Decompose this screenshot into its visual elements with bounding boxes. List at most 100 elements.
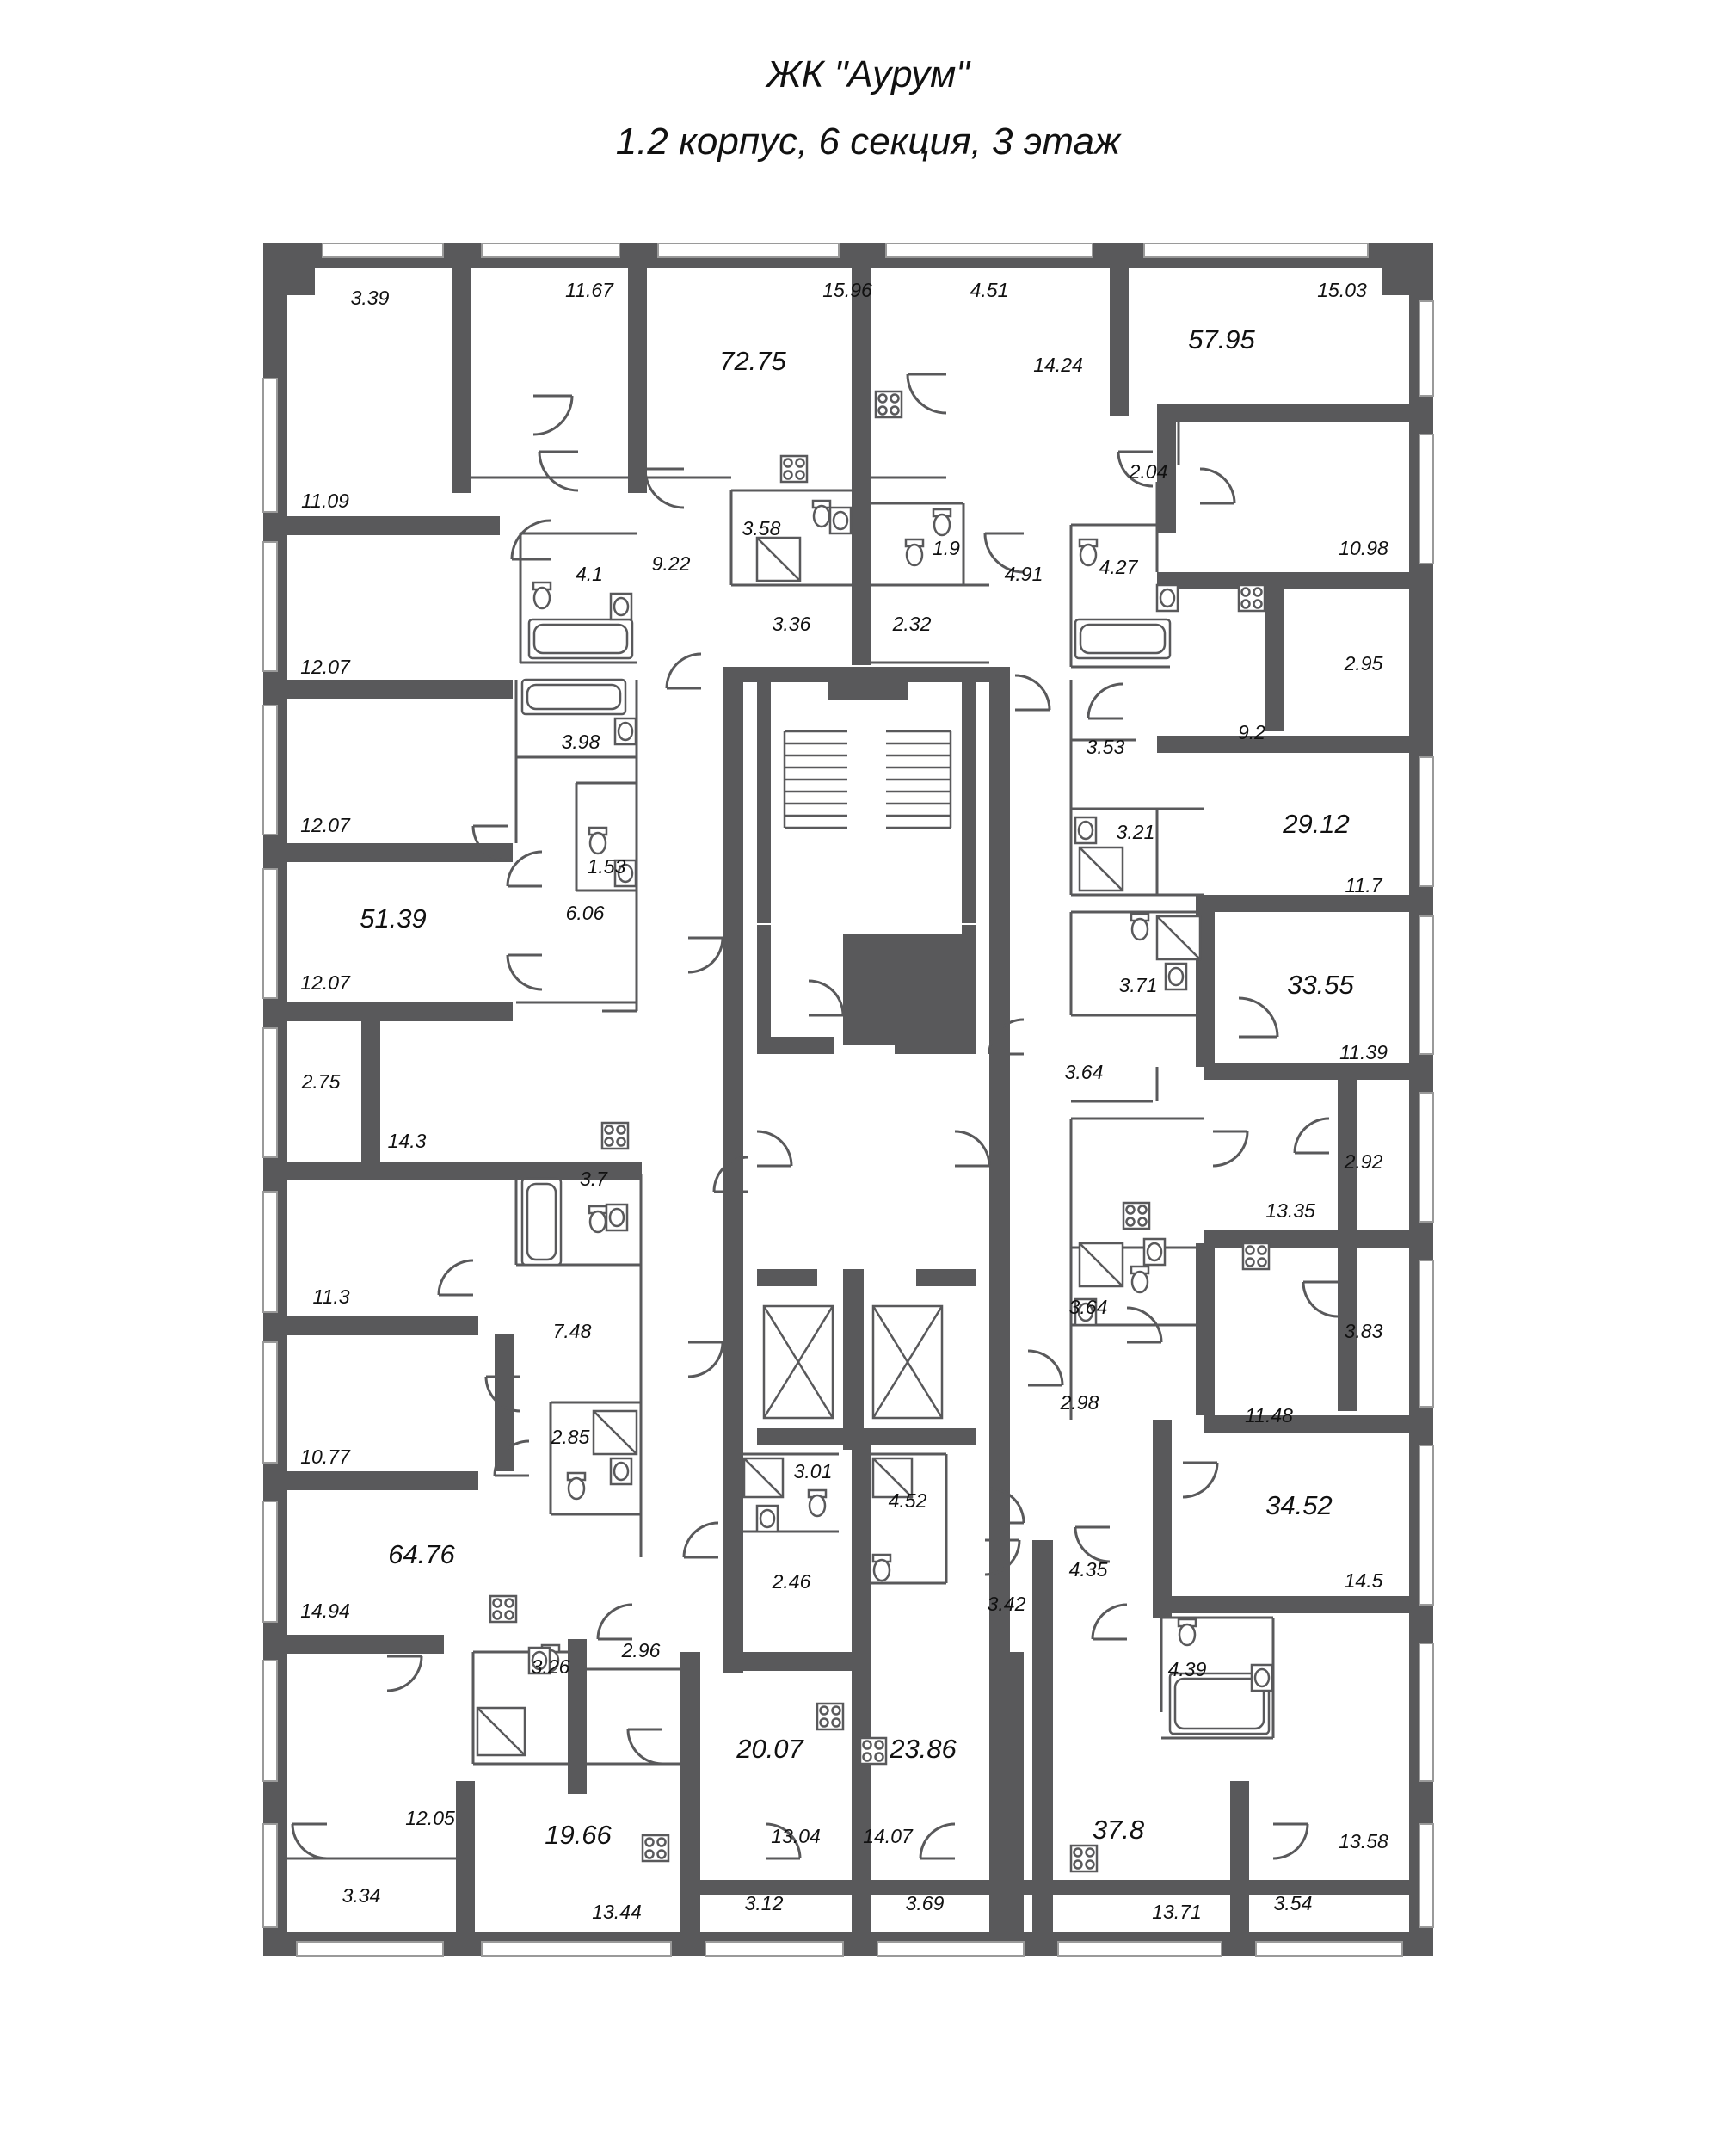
sink-icon bbox=[609, 1457, 633, 1486]
door-swing bbox=[506, 953, 543, 991]
wall-32 bbox=[962, 682, 976, 923]
wall-9 bbox=[1110, 243, 1129, 416]
wall-4 bbox=[263, 243, 315, 295]
wall-19 bbox=[263, 1785, 287, 1820]
room-area-label: 4.27 bbox=[1099, 556, 1139, 578]
wall-33 bbox=[828, 682, 908, 700]
stove-icon bbox=[600, 1121, 630, 1150]
room-area-label: 3.71 bbox=[1119, 974, 1158, 996]
window-4 bbox=[1143, 243, 1369, 258]
wall-59 bbox=[1204, 1230, 1432, 1248]
room-area-label: 3.42 bbox=[988, 1593, 1026, 1615]
window-10 bbox=[262, 1191, 278, 1313]
room-area-label: 3.34 bbox=[342, 1884, 381, 1907]
room-area-label: 10.77 bbox=[300, 1445, 351, 1468]
wall-57 bbox=[1204, 895, 1432, 912]
room-area-label: 14.3 bbox=[388, 1130, 427, 1152]
wall-41 bbox=[843, 1269, 864, 1450]
window-21 bbox=[1419, 1445, 1434, 1606]
door-swing bbox=[510, 519, 551, 561]
window-16 bbox=[1419, 434, 1434, 564]
wall-35 bbox=[962, 925, 976, 1045]
wall-31 bbox=[757, 682, 771, 923]
door-swing bbox=[1293, 1117, 1330, 1155]
room-area-label: 2.75 bbox=[301, 1070, 341, 1093]
room-area-label: 2.04 bbox=[1129, 460, 1168, 483]
bathtub-icon bbox=[520, 678, 627, 716]
room-area-label: 11.48 bbox=[1245, 1404, 1293, 1427]
door-swing bbox=[682, 1521, 719, 1559]
shower-icon bbox=[1155, 915, 1202, 961]
room-area-label: 14.94 bbox=[300, 1599, 350, 1622]
window-26 bbox=[705, 1941, 844, 1957]
door-swing bbox=[1117, 450, 1154, 488]
door-swing bbox=[1182, 1461, 1219, 1499]
toilet-icon bbox=[1177, 1618, 1197, 1647]
room-area-label: 3.54 bbox=[1274, 1892, 1313, 1914]
room-area-label: 12.07 bbox=[300, 656, 351, 678]
wall-51 bbox=[1032, 1880, 1411, 1895]
wall-52 bbox=[456, 1781, 475, 1953]
complex-name: ЖК "Аурум" bbox=[766, 53, 970, 96]
room-area-label: 3.12 bbox=[745, 1892, 784, 1914]
bathtub-icon bbox=[1074, 618, 1172, 660]
wall-70 bbox=[1157, 404, 1176, 533]
room-area-label: 1.9 bbox=[933, 537, 960, 559]
window-9 bbox=[262, 1027, 278, 1158]
toilet-icon bbox=[1078, 538, 1099, 567]
door-swing bbox=[1074, 1525, 1111, 1563]
room-area-label: 10.98 bbox=[1339, 537, 1388, 559]
room-area-label: 2.92 bbox=[1344, 1150, 1383, 1173]
sink-icon bbox=[609, 592, 633, 621]
wall-68 bbox=[263, 1471, 478, 1490]
room-area-label: 3.26 bbox=[532, 1655, 570, 1678]
wall-28 bbox=[723, 667, 743, 1579]
toilet-icon bbox=[871, 1553, 892, 1582]
room-area-label: 11.67 bbox=[565, 279, 614, 301]
door-swing bbox=[538, 450, 579, 492]
window-20 bbox=[1419, 1260, 1434, 1408]
wall-64 bbox=[263, 843, 513, 862]
bathtub-icon bbox=[520, 1177, 563, 1267]
toilet-icon bbox=[532, 581, 552, 610]
wall-8 bbox=[852, 243, 871, 665]
window-1 bbox=[481, 243, 620, 258]
room-area-label: 13.58 bbox=[1339, 1830, 1388, 1852]
sink-icon bbox=[828, 506, 853, 535]
elevator-icon bbox=[762, 1304, 834, 1420]
stove-icon bbox=[874, 390, 903, 419]
toilet-icon bbox=[588, 826, 608, 855]
wall-62 bbox=[263, 516, 500, 535]
stove-icon bbox=[859, 1736, 888, 1766]
stove-icon bbox=[1237, 583, 1266, 613]
wall-53 bbox=[1230, 1781, 1249, 1953]
sink-icon bbox=[755, 1504, 779, 1533]
room-area-label: 3.01 bbox=[794, 1460, 833, 1482]
toilet-icon bbox=[932, 508, 952, 537]
shower-icon bbox=[476, 1706, 526, 1757]
wall-26 bbox=[1409, 1613, 1433, 1639]
staircase bbox=[783, 730, 952, 829]
toilet-icon bbox=[1130, 912, 1150, 941]
door-swing bbox=[1087, 682, 1123, 720]
window-25 bbox=[481, 1941, 672, 1957]
toilet-icon bbox=[811, 499, 832, 528]
room-area-label: 2.46 bbox=[772, 1570, 811, 1593]
sink-icon bbox=[1164, 962, 1188, 991]
wall-36 bbox=[843, 934, 963, 1045]
door-swing bbox=[1126, 1306, 1163, 1344]
door-swing bbox=[1199, 467, 1236, 505]
window-13 bbox=[262, 1660, 278, 1782]
room-area-label: 14.24 bbox=[1033, 354, 1083, 376]
apartment-area-label: 34.52 bbox=[1265, 1490, 1333, 1520]
wall-55 bbox=[1157, 572, 1432, 589]
window-7 bbox=[262, 705, 278, 835]
shower-icon bbox=[871, 1457, 914, 1499]
room-area-label: 13.71 bbox=[1152, 1901, 1202, 1923]
room-area-label: 12.07 bbox=[300, 814, 351, 836]
door-swing bbox=[808, 979, 845, 1017]
room-area-label: 12.05 bbox=[405, 1807, 455, 1829]
toilet-icon bbox=[566, 1471, 587, 1501]
door-swing bbox=[756, 1130, 793, 1168]
